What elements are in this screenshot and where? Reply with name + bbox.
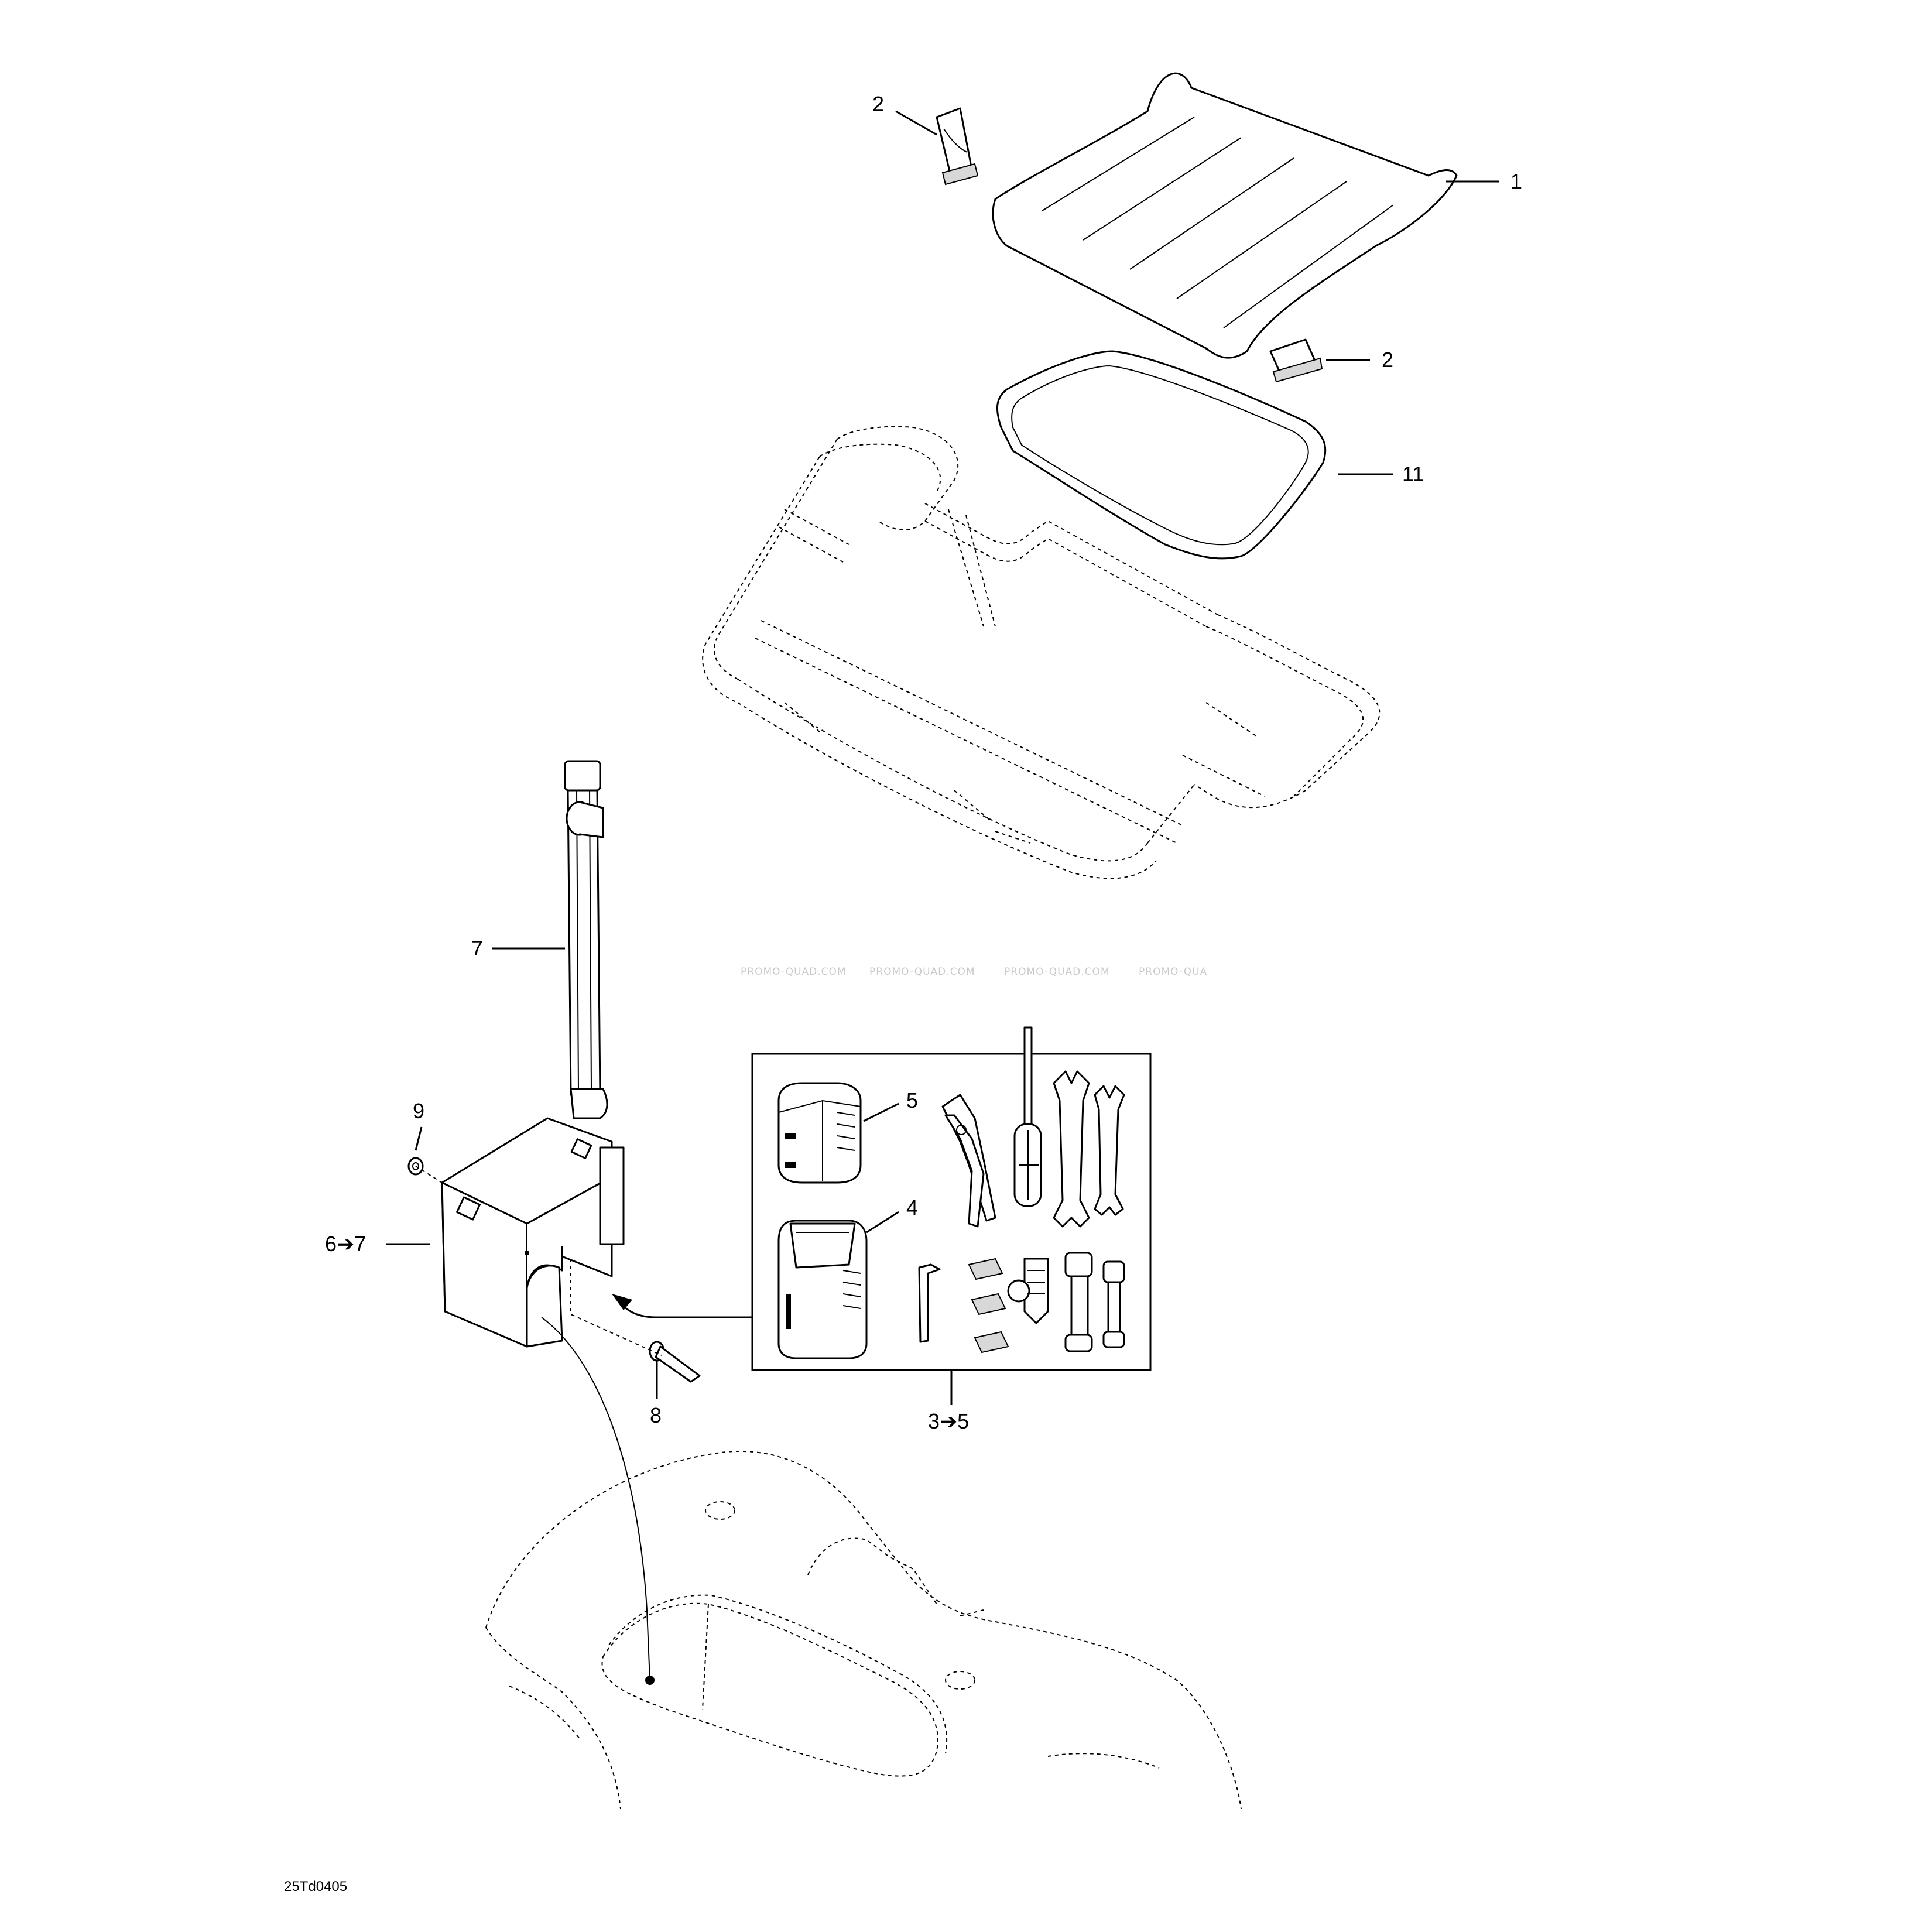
install-line bbox=[541, 1317, 650, 1681]
leader-9 bbox=[415, 1126, 423, 1151]
tool-holder-box bbox=[441, 1117, 625, 1348]
alignment-line-2 bbox=[415, 1166, 443, 1183]
tool-bag-cover bbox=[777, 1082, 862, 1184]
callout-3-5: 3➔5 bbox=[928, 1409, 969, 1433]
callout-7: 7 bbox=[471, 936, 483, 960]
kit-arrow-line bbox=[616, 1299, 752, 1318]
alignment-line bbox=[570, 1259, 662, 1356]
leader-5 bbox=[863, 1102, 899, 1122]
install-point bbox=[645, 1676, 655, 1685]
kit-arrow-head bbox=[612, 1294, 632, 1310]
vehicle-body-reference bbox=[485, 1450, 1242, 1810]
callout-2-bottom: 2 bbox=[1382, 348, 1393, 372]
callout-1: 1 bbox=[1510, 169, 1522, 193]
callout-6-7: 6➔7 bbox=[325, 1232, 366, 1256]
spark-plug-gauge bbox=[1007, 1258, 1049, 1324]
callout-4: 4 bbox=[906, 1195, 918, 1220]
leader-4 bbox=[866, 1211, 899, 1234]
socket-wrench-large bbox=[1064, 1252, 1093, 1352]
callout-5: 5 bbox=[906, 1088, 918, 1112]
watermark-1: PROMO-QUAD.COM bbox=[741, 966, 847, 978]
seat-clip-top bbox=[936, 107, 979, 186]
wrench-small bbox=[1094, 1085, 1125, 1216]
callout-8: 8 bbox=[650, 1403, 662, 1427]
screwdriver bbox=[1013, 1026, 1042, 1207]
seat-clip-bottom bbox=[1269, 338, 1323, 383]
fuses bbox=[968, 1258, 1009, 1354]
allen-key bbox=[918, 1263, 941, 1343]
callout-2-top: 2 bbox=[872, 92, 884, 116]
pliers bbox=[941, 1094, 996, 1228]
tool-bag bbox=[777, 1220, 868, 1359]
watermark-4: PROMO-QUA bbox=[1139, 966, 1207, 978]
leader-2-top bbox=[895, 110, 937, 136]
tool-kit-panel bbox=[751, 1026, 1152, 1371]
callout-9: 9 bbox=[413, 1099, 424, 1123]
wrench-large bbox=[1053, 1070, 1090, 1228]
watermark-3: PROMO-QUAD.COM bbox=[1004, 966, 1110, 978]
tool-holder-strap bbox=[564, 760, 608, 1119]
seat-cushion bbox=[992, 72, 1458, 359]
diagram-code: 25Td0405 bbox=[284, 1879, 347, 1895]
frame-reference bbox=[702, 426, 1381, 879]
watermark-2: PROMO-QUAD.COM bbox=[869, 966, 975, 978]
socket-wrench-small bbox=[1102, 1260, 1125, 1348]
seat-seal-frame bbox=[996, 350, 1327, 560]
callout-11: 11 bbox=[1402, 462, 1424, 486]
